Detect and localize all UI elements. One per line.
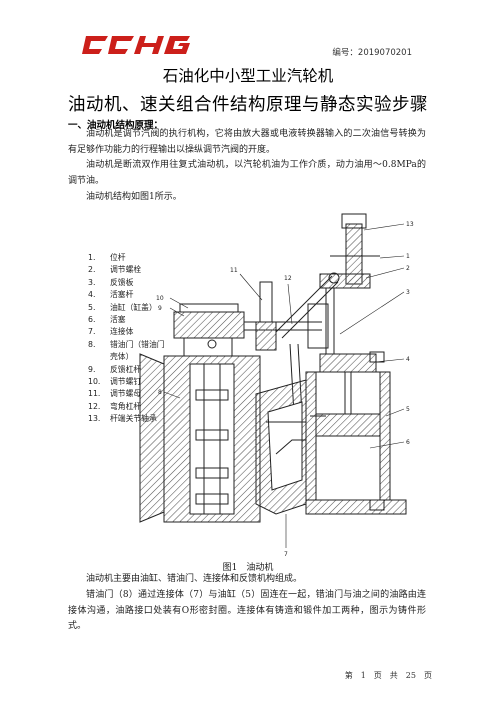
legend-text: 反馈板 [110,277,134,287]
paragraph-5: 错油门（8）通过连接体（7）与油缸（5）固连在一起，错油门与油之间的油路由连接体… [68,590,426,632]
document-number: 编号：2019070201 [332,48,412,58]
section-heading: 一、油动机结构原理： [68,120,164,131]
legend-number: 6. [88,315,96,325]
legend-text: 调节螺栓 [110,265,142,275]
legend-item: 9. 反馈杠杆 [88,364,178,376]
diagram-label-11: 11 [230,267,238,274]
legend-number: 13. [88,414,101,424]
paragraph-1: 油动机是调节汽阀的执行机构，它将由放大器或电液转换器输入的二次油信号转换为有足够… [68,129,426,155]
diagram-label-3: 3 [406,289,410,296]
legend-text: 错油门（错油门壳体） [110,339,165,362]
legend-text: 调节螺母 [110,389,142,399]
page-footer: 第 1 页 共 25 页 [344,671,432,680]
paragraph-3: 油动机结构如图1所示。 [86,192,182,202]
legend-number: 7. [88,327,96,337]
diagram-label-10: 10 [156,295,164,302]
legend-item: 12. 弯角杠杆 [88,401,178,413]
legend-text: 油缸（缸盖） [110,302,157,312]
legend-text: 活塞杆 [110,290,134,300]
legend-text: 弯角杠杆 [110,401,142,411]
legend-item: 2. 调节螺栓 [88,264,178,276]
legend-number: 4. [88,290,96,300]
legend-text: 调节螺钉 [110,377,142,387]
legend-text: 活塞 [110,315,126,325]
diagram-label-6: 6 [406,439,410,446]
diagram-label-7: 7 [284,551,288,556]
legend-item: 4. 活塞杆 [88,289,178,301]
paragraph-4: 油动机主要由油缸、错油门、连接体和反馈机构组成。 [86,574,303,584]
legend-text: 反馈杠杆 [110,364,142,374]
document-title: 石油化中小型工业汽轮机 [162,67,334,85]
figure-caption: 图1 油动机 [222,563,274,573]
document-subtitle: 油动机、速关组合件结构原理与静态实验步骤 [68,95,428,115]
paragraph-2: 油动机是断流双作用往复式油动机，以汽轮机油为工作介质，动力油用～0.8MPa的调… [68,160,426,186]
diagram-label-5: 5 [406,406,410,413]
legend-text: 杆端关节轴承 [110,414,157,424]
legend-number: 3. [88,277,96,287]
legend-item: 11. 调节螺母 [88,388,178,400]
legend-item: 5. 油缸（缸盖） [88,302,178,314]
diagram-label-12: 12 [284,275,292,282]
diagram-label-13: 13 [406,221,414,228]
legend-item: 13. 杆端关节轴承 [88,413,178,425]
legend-item: 8. 错油门（错油门壳体） [88,339,178,364]
legend-item: 3. 反馈板 [88,277,178,289]
diagram-label-1: 1 [406,253,410,260]
servomotor-diagram: 10 9 11 12 13 1 2 3 4 5 6 7 8 [139,213,414,556]
legend-number: 5. [88,302,96,312]
diagram-label-2: 2 [406,265,410,272]
legend-item: 6. 活塞 [88,314,178,326]
diagram-label-8: 8 [158,389,162,396]
legend-item: 1. 位杆 [88,252,178,264]
diagram-label-4: 4 [406,356,410,363]
legend-text: 连接体 [110,327,134,337]
legend-item: 10. 调节螺钉 [88,376,178,388]
legend-number: 9. [88,364,96,374]
legend-number: 11. [88,389,101,399]
company-logo [82,36,190,54]
legend-number: 10. [88,377,101,387]
legend-number: 8. [88,339,96,349]
diagram-label-9: 9 [158,305,162,312]
parts-legend: 1. 位杆 2. 调节螺栓 3. 反馈板 4. 活塞杆 5. 油缸（缸盖） 6. 活塞 7. 连接体 8. 错… [88,252,178,426]
legend-number: 2. [88,265,96,275]
legend-number: 1. [88,253,96,262]
legend-text: 位杆 [110,253,126,262]
legend-number: 12. [88,401,101,411]
legend-item: 7. 连接体 [88,326,178,338]
